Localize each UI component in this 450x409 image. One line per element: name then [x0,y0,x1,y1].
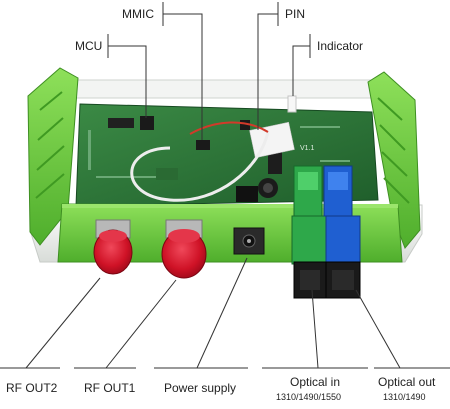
pcb-components [88,116,350,202]
white-back-wall [61,79,393,99]
mmic-leader [162,2,203,140]
optical-in-port [291,165,327,299]
rf-out1-label: RF OUT1 [84,381,136,395]
pin-label: PIN [285,7,306,21]
pin-leader [257,2,279,130]
optical-out-wavelengths: 1310/1490 [383,392,426,402]
coax-cable [130,131,270,202]
rf-out2-label: RF OUT2 [6,381,58,395]
indicator-label: Indicator [317,39,364,53]
optical-out-label: Optical out [378,375,436,389]
power-supply-jack [233,227,265,255]
mcu-label: MCU [75,39,103,53]
optical-out-port [323,165,361,299]
rf-out2-connector [93,219,133,275]
optical-in-label: Optical in [290,375,341,389]
mcu-leader [107,34,147,118]
power-supply-label: Power supply [164,381,237,395]
leader-lines [0,2,450,369]
rf-out1-leader [105,279,177,369]
optical-in-leader [311,289,319,369]
optical-in-wavelengths: 1310/1490/1550 [276,392,342,402]
mmic-label: MMIC [122,7,154,21]
power-supply-leader [196,257,248,369]
indicator-led [287,95,297,113]
pcb-silkscreen-version: V1.1 [300,145,315,152]
optical-out-leader [355,289,401,369]
device-case: V1.1 [27,67,423,263]
rf-out2-leader [25,277,101,369]
indicator-leader [292,34,311,96]
rf-out1-connector [161,219,207,279]
